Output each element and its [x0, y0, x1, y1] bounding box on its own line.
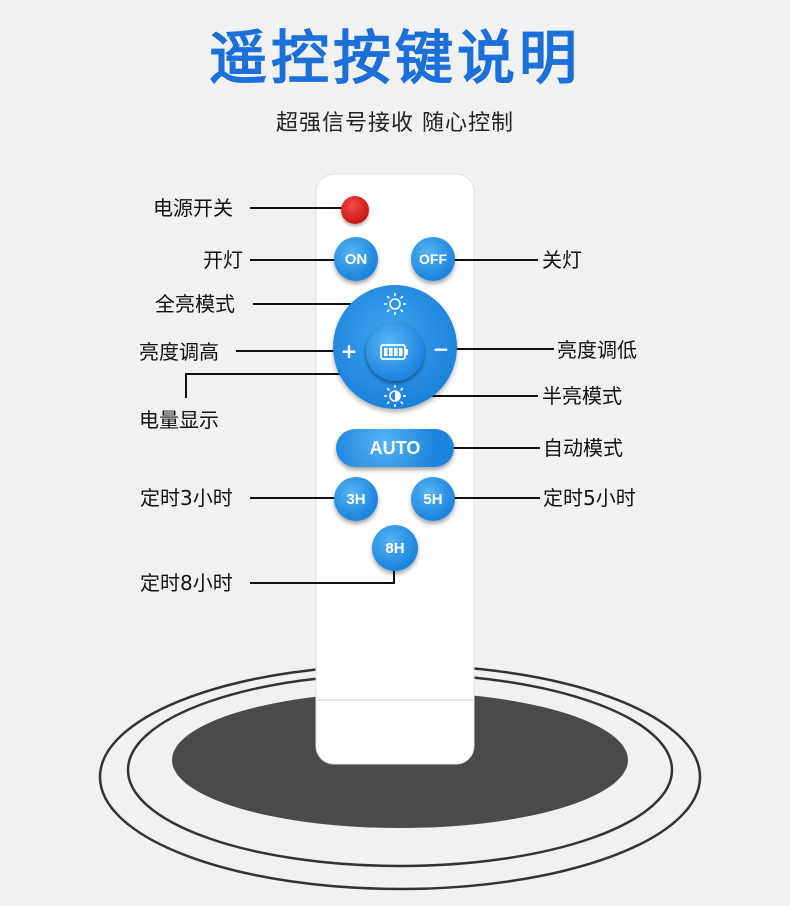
brightness-down-button[interactable]: −: [432, 337, 450, 361]
page-title: 遥控按键说明: [208, 24, 581, 92]
label-light-off: 关灯: [542, 248, 582, 272]
label-timer-8h: 定时8小时: [140, 571, 233, 595]
on-button[interactable]: ON: [334, 237, 378, 281]
label-half-bright: 半亮模式: [542, 384, 622, 408]
timer-3h-button[interactable]: 3H: [334, 477, 378, 521]
power-button[interactable]: [341, 196, 369, 224]
off-button[interactable]: OFF: [411, 237, 455, 281]
full-bright-button[interactable]: [380, 289, 410, 319]
label-timer-3h: 定时3小时: [140, 486, 233, 510]
timer-8h-button[interactable]: 8H: [372, 525, 418, 571]
label-power: 电源开关: [153, 196, 233, 220]
auto-button[interactable]: AUTO: [336, 429, 454, 467]
label-brightness-down: 亮度调低: [557, 338, 637, 362]
timer-5h-button[interactable]: 5H: [411, 477, 455, 521]
label-light-on: 开灯: [203, 248, 243, 272]
label-battery-display: 电量显示: [139, 408, 219, 432]
battery-display-button[interactable]: [366, 323, 424, 381]
sun-icon: [384, 293, 406, 315]
label-timer-5h: 定时5小时: [543, 486, 636, 510]
battery-icon: [380, 344, 408, 360]
label-brightness-up: 亮度调高: [139, 340, 219, 364]
half-sun-icon: [384, 385, 406, 407]
label-auto-mode: 自动模式: [543, 436, 623, 460]
half-bright-button[interactable]: [380, 381, 410, 411]
brightness-up-button[interactable]: +: [340, 339, 358, 363]
label-full-bright: 全亮模式: [155, 292, 235, 316]
page-subtitle: 超强信号接收 随心控制: [276, 111, 514, 136]
